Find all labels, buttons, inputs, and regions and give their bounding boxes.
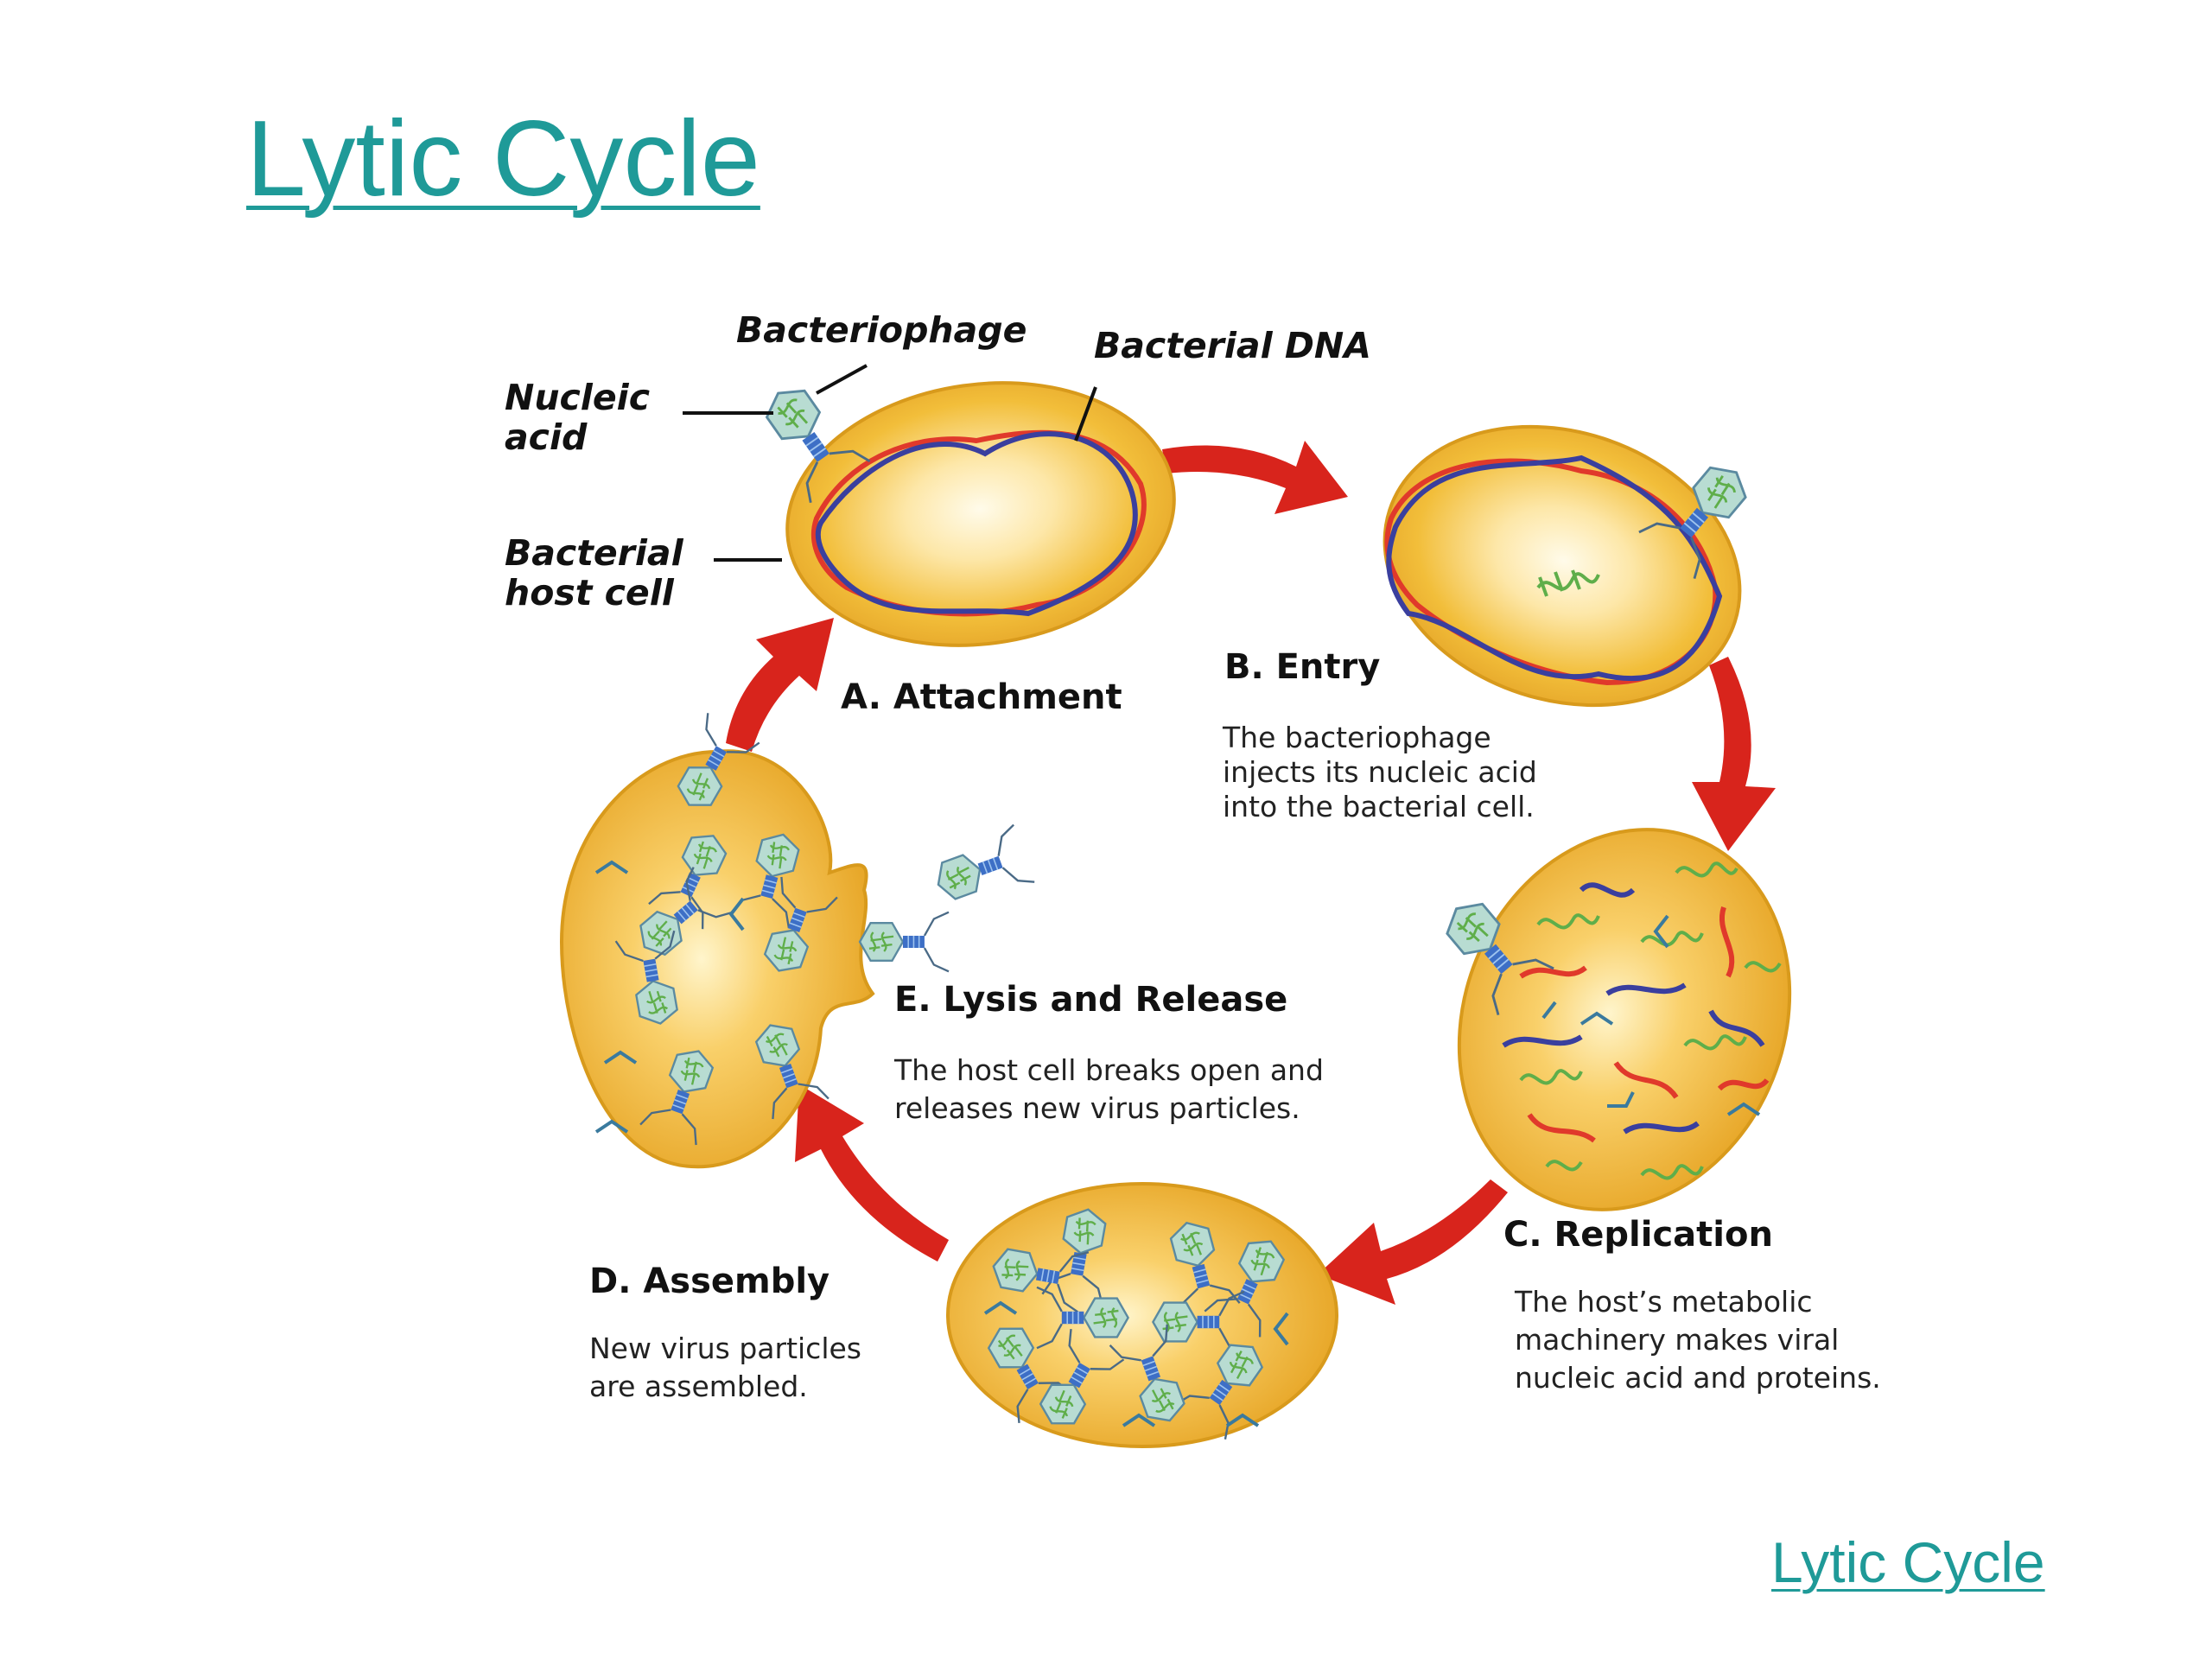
step-b-desc-1: The bacteriophage [1222,721,1491,754]
step-a-title: A. Attachment [841,677,1122,717]
step-b-desc-2: injects its nucleic acid [1223,755,1537,789]
cell-d-assembly [946,1182,1338,1448]
step-b-desc-3: into the bacterial cell. [1223,790,1535,823]
arrow-c-to-d [1318,1179,1508,1305]
label-bacteriophage: Bacteriophage [736,309,1027,351]
step-d-title: D. Assembly [589,1262,830,1301]
label-bacterial-dna: Bacterial DNA [1094,325,1371,366]
arrow-b-to-c [1692,657,1776,851]
label-nucleic-acid-line1: Nucleic [505,377,650,418]
arrow-e-to-a [726,618,834,752]
label-nucleic-acid-line2: acid [505,416,588,458]
cell-c-replication [1427,828,1792,1211]
footer-link[interactable]: Lytic Cycle [1771,1530,2045,1594]
step-e-title: E. Lysis and Release [894,980,1287,1020]
step-c-desc-3: nucleic acid and proteins. [1515,1361,1881,1395]
step-d-desc-2: are assembled. [589,1370,808,1403]
page-title[interactable]: Lytic Cycle [246,99,760,219]
cell-b-entry [1382,424,1765,708]
label-host-cell-line2: host cell [505,572,675,613]
step-c-desc-1: The host’s metabolic [1514,1285,1813,1319]
step-c-desc-2: machinery makes viral [1515,1323,1839,1357]
bacterial-dna [810,429,1147,617]
label-host-cell-line1: Bacterial [505,532,684,574]
arrow-a-to-b [1162,441,1348,514]
step-d-desc-1: New virus particles [589,1332,861,1365]
leader-lines [683,364,1097,562]
step-e-desc-1: The host cell breaks open and [893,1053,1324,1087]
cell-a-attachment [747,371,1176,647]
cell-e-lysis [559,712,1036,1169]
cycle-arrows [726,441,1776,1305]
step-c-title: C. Replication [1503,1215,1773,1255]
step-e-desc-2: releases new virus particles. [894,1091,1300,1125]
step-b-title: B. Entry [1224,647,1380,687]
arrow-d-to-e [795,1084,949,1262]
